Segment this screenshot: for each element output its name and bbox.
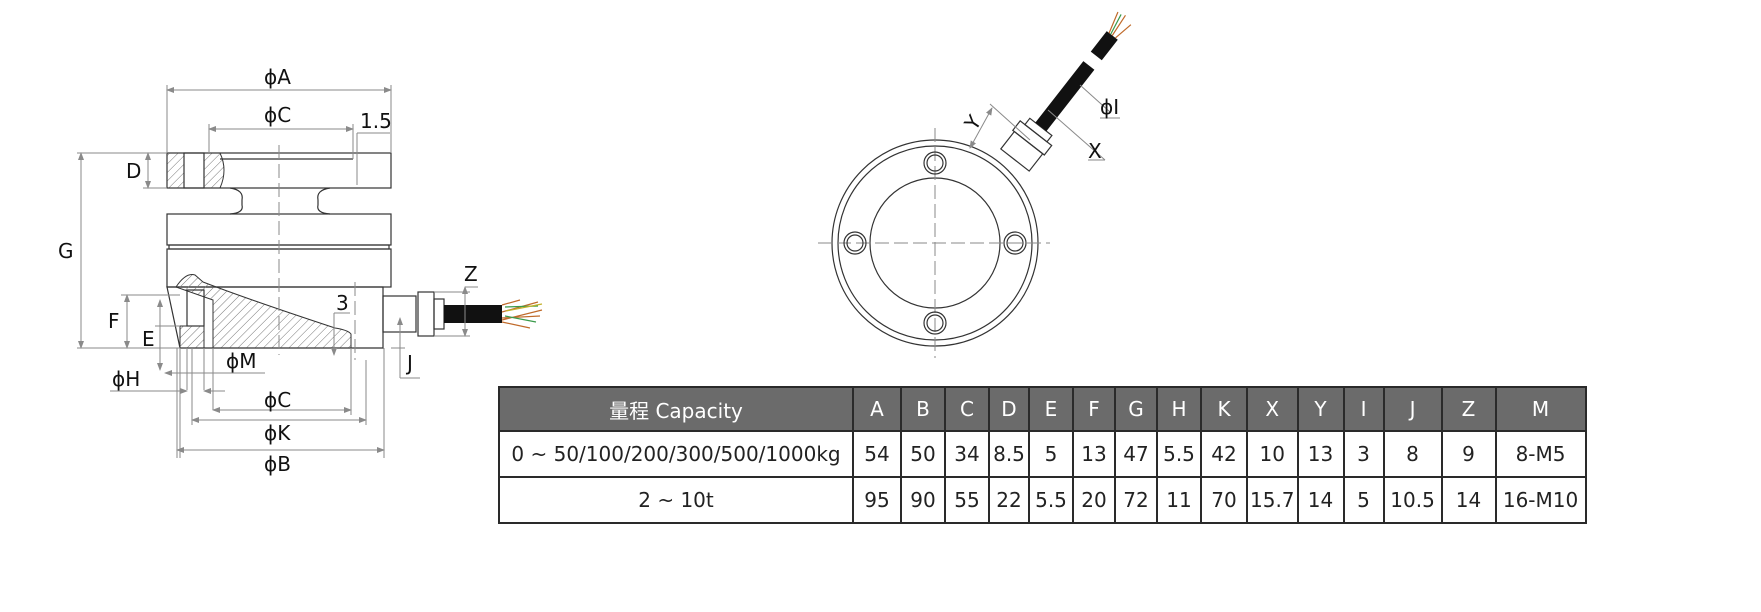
cell-j: 10.5 — [1382, 476, 1443, 524]
header-h: H — [1156, 386, 1202, 432]
cell-i: 5 — [1342, 476, 1385, 524]
header-d: D — [988, 386, 1030, 432]
header-b: B — [900, 386, 946, 432]
cell-m: 16-M10 — [1494, 476, 1587, 524]
cell-g: 47 — [1114, 430, 1158, 478]
header-g: G — [1114, 386, 1158, 432]
header-a: A — [852, 386, 902, 432]
label-f: F — [108, 309, 120, 333]
top-view: Y ϕI X — [818, 11, 1132, 358]
table-row: 2 ~ 10t 95 90 55 22 5.5 20 72 11 70 15.7… — [498, 476, 1587, 524]
bolt-holes — [843, 151, 1027, 335]
cell-capacity: 0 ~ 50/100/200/300/500/1000kg — [498, 430, 854, 478]
label-phi-c-top: ϕC — [264, 103, 291, 127]
cell-x: 10 — [1246, 430, 1299, 478]
header-c: C — [944, 386, 990, 432]
cell-e: 5.5 — [1028, 476, 1074, 524]
label-g: G — [58, 239, 74, 263]
header-f: F — [1072, 386, 1116, 432]
label-phi-i: ϕI — [1100, 95, 1119, 119]
header-capacity: 量程 Capacity — [498, 386, 854, 432]
header-k: K — [1200, 386, 1248, 432]
label-phi-h: ϕH — [112, 367, 140, 391]
cell-a: 54 — [852, 430, 902, 478]
label-phi-b: ϕB — [264, 452, 291, 476]
cell-c: 55 — [944, 476, 990, 524]
cell-a: 95 — [852, 476, 902, 524]
label-3: 3 — [336, 291, 349, 315]
cell-g: 72 — [1114, 476, 1158, 524]
cell-z: 14 — [1440, 476, 1497, 524]
label-1-5: 1.5 — [360, 109, 392, 133]
cell-z: 9 — [1440, 430, 1497, 478]
cell-e: 5 — [1028, 430, 1074, 478]
table-row: 0 ~ 50/100/200/300/500/1000kg 54 50 34 8… — [498, 430, 1587, 478]
header-m: M — [1494, 386, 1587, 432]
cell-b: 50 — [900, 430, 946, 478]
cell-y: 13 — [1296, 430, 1345, 478]
label-phi-m: ϕM — [226, 349, 256, 373]
label-phi-a: ϕA — [264, 65, 291, 89]
cell-h: 5.5 — [1156, 430, 1202, 478]
label-j: J — [405, 351, 413, 375]
cell-j: 8 — [1382, 430, 1443, 478]
header-z: Z — [1440, 386, 1497, 432]
cell-m: 8-M5 — [1494, 430, 1587, 478]
cell-b: 90 — [900, 476, 946, 524]
spec-table: 量程 Capacity A B C D E F G H K X Y I J Z … — [498, 386, 1587, 524]
label-e: E — [142, 327, 155, 351]
header-x: X — [1246, 386, 1299, 432]
cell-y: 14 — [1296, 476, 1345, 524]
cell-capacity: 2 ~ 10t — [498, 476, 854, 524]
label-z: Z — [464, 262, 478, 286]
label-phi-c-bottom: ϕC — [264, 388, 291, 412]
cell-k: 42 — [1200, 430, 1248, 478]
cell-f: 13 — [1072, 430, 1116, 478]
label-y: Y — [959, 110, 987, 135]
header-y: Y — [1296, 386, 1345, 432]
header-i: I — [1342, 386, 1385, 432]
cell-f: 20 — [1072, 476, 1116, 524]
label-x: X — [1088, 139, 1102, 163]
cell-k: 70 — [1200, 476, 1248, 524]
table-header-row: 量程 Capacity A B C D E F G H K X Y I J Z … — [498, 386, 1587, 432]
cell-c: 34 — [944, 430, 990, 478]
cell-i: 3 — [1342, 430, 1385, 478]
cell-x: 15.7 — [1246, 476, 1299, 524]
label-phi-k: ϕK — [264, 421, 291, 445]
cell-h: 11 — [1156, 476, 1202, 524]
header-e: E — [1028, 386, 1074, 432]
label-d: D — [126, 159, 141, 183]
header-j: J — [1382, 386, 1443, 432]
cell-d: 22 — [988, 476, 1030, 524]
side-view: ϕA ϕC 1.5 D G F E ϕM ϕH ϕC ϕK ϕB 3 Z J — [58, 65, 543, 476]
cell-d: 8.5 — [988, 430, 1030, 478]
